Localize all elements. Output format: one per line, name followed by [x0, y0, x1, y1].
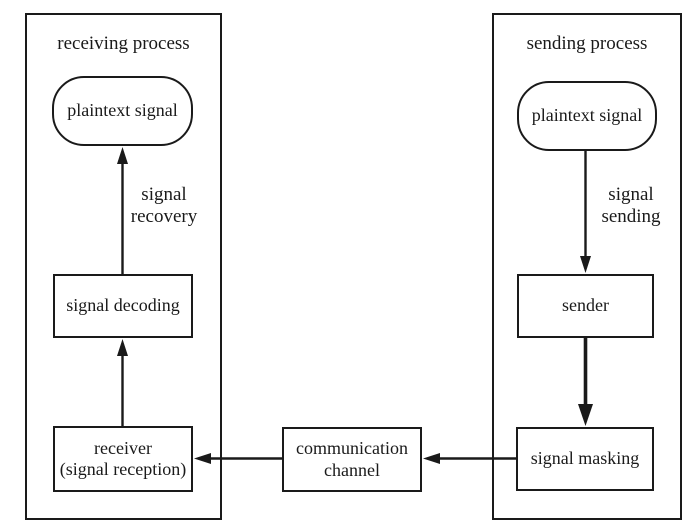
node-signal-masking: signal masking — [516, 427, 654, 491]
receiving-process-title: receiving process — [57, 33, 190, 54]
edge-label-signal-sending: signal sending — [601, 184, 661, 228]
node-communication-channel: communication channel — [282, 427, 422, 492]
node-receiver: receiver (signal reception) — [53, 426, 193, 492]
edge-label-signal-recovery: signal recovery — [130, 184, 198, 228]
sending-process-title: sending process — [526, 33, 648, 54]
sending-process-container: sending process — [492, 13, 682, 520]
receiving-process-container: receiving process — [25, 13, 222, 520]
node-plaintext-signal-receiving: plaintext signal — [52, 76, 193, 146]
node-signal-decoding: signal decoding — [53, 274, 193, 338]
node-sender: sender — [517, 274, 654, 338]
node-plaintext-signal-sending: plaintext signal — [517, 81, 657, 151]
